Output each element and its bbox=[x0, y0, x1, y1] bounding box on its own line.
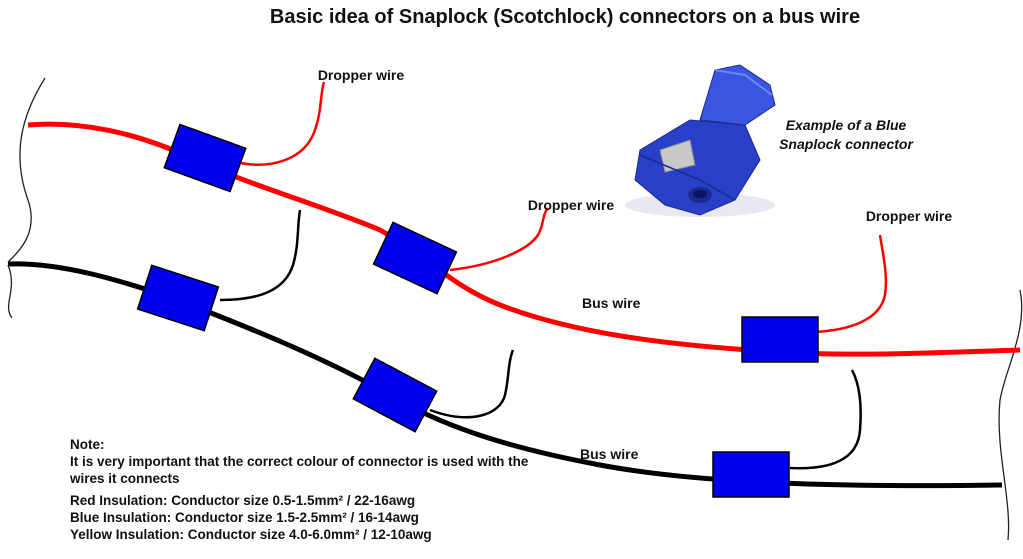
black-dropper-wire-3 bbox=[789, 369, 862, 470]
right-break-line bbox=[998, 289, 1023, 541]
bus-wire-label-red: Bus wire bbox=[582, 295, 641, 311]
note-body: It is very important that the correct co… bbox=[70, 454, 529, 486]
connector-black-1 bbox=[136, 264, 220, 332]
wire-size-yellow: Yellow Insulation: Conductor size 4.0-6.… bbox=[70, 527, 432, 542]
connector-red-1 bbox=[163, 123, 247, 193]
wire-size-blue: Blue Insulation: Conductor size 1.5-2.5m… bbox=[70, 510, 419, 525]
connector-black-2 bbox=[352, 357, 438, 433]
connector-red-3 bbox=[741, 316, 819, 363]
wire-size-red: Red Insulation: Conductor size 0.5-1.5mm… bbox=[70, 493, 416, 508]
connector-red-2 bbox=[372, 221, 458, 295]
dropper-wire-label-1: Dropper wire bbox=[317, 67, 405, 83]
red-dropper-wire-1 bbox=[235, 81, 326, 166]
dropper-wire-label-3: Dropper wire bbox=[865, 208, 953, 224]
left-break-line-upper bbox=[7, 77, 46, 263]
dropper-wire-label-2: Dropper wire bbox=[527, 197, 615, 213]
example-caption: Example of a Blue Snaplock connector bbox=[779, 117, 913, 152]
black-dropper-wire-1 bbox=[219, 209, 302, 302]
blue-snaplock-connector-photo bbox=[625, 64, 776, 217]
bus-wire-label-black: Bus wire bbox=[580, 446, 639, 462]
diagram-title: Basic idea of Snaplock (Scotchlock) conn… bbox=[269, 6, 861, 28]
note-block: Note: It is very important that the corr… bbox=[70, 436, 540, 543]
black-dropper-wire-2 bbox=[429, 349, 515, 419]
connector-black-3 bbox=[712, 451, 790, 498]
red-dropper-wire-2 bbox=[449, 207, 550, 272]
red-dropper-wire-3 bbox=[814, 234, 888, 334]
note-heading: Note: bbox=[70, 437, 105, 452]
left-break-line-lower bbox=[7, 264, 13, 319]
